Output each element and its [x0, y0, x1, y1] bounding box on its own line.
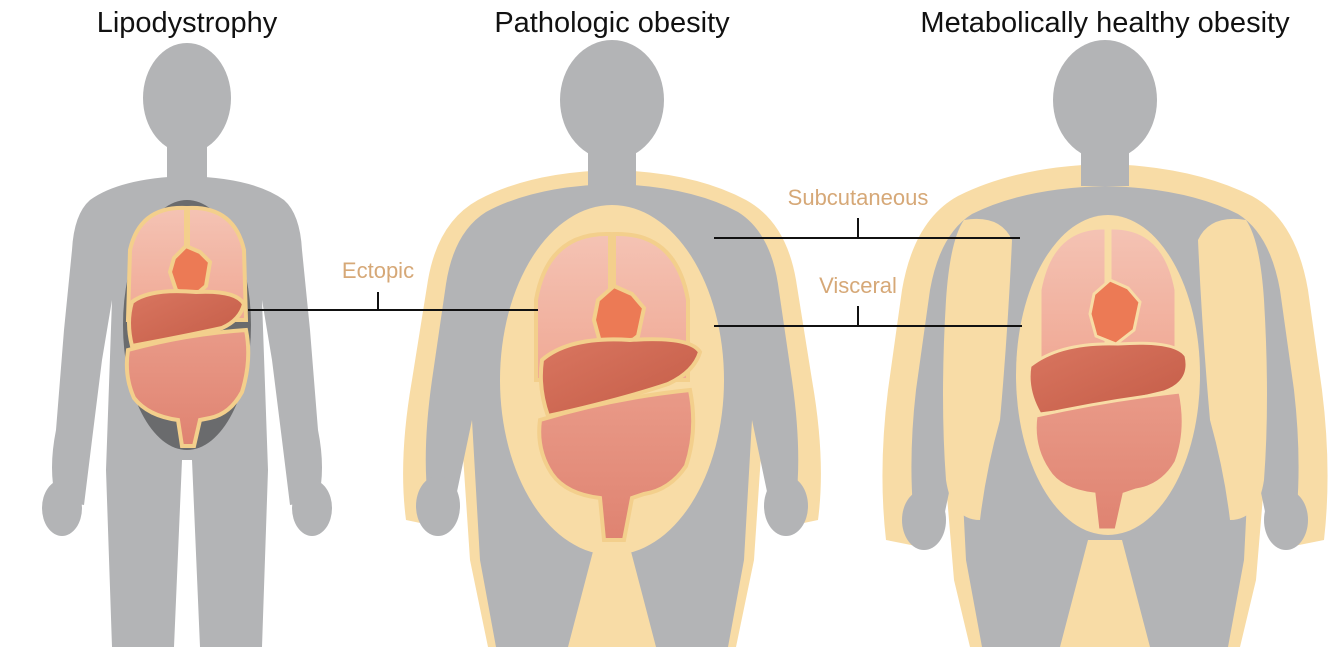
ectopic-label: Ectopic: [342, 258, 414, 283]
subcutaneous-label: Subcutaneous: [788, 185, 929, 210]
panel-title: Metabolically healthy obesity: [920, 7, 1290, 39]
panel-lipodystrophy: Lipodystrophy: [42, 7, 332, 647]
visceral-label: Visceral: [819, 273, 897, 298]
panel-title: Pathologic obesity: [494, 7, 730, 39]
panel-title: Lipodystrophy: [97, 7, 278, 39]
